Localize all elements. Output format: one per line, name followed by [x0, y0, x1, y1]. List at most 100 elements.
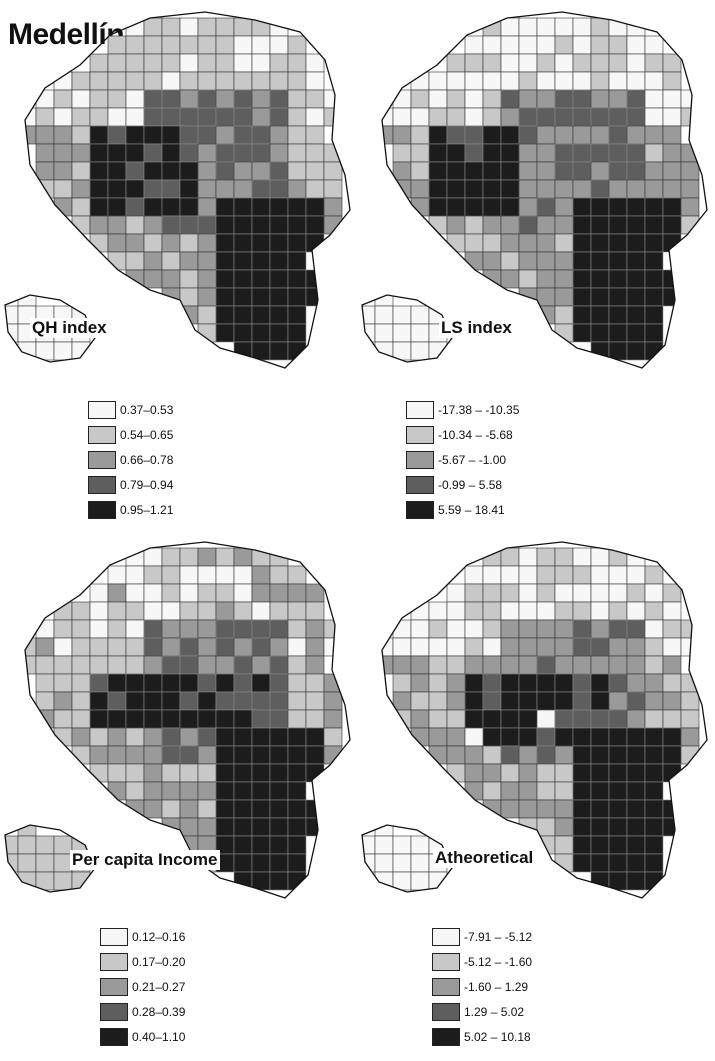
map-district [662, 817, 682, 837]
map-district [287, 233, 307, 253]
map-district [107, 637, 127, 657]
map-district [179, 17, 199, 37]
map-district [215, 35, 235, 55]
map-district [179, 727, 199, 747]
map-panel-qh-index: QH index 0.37–0.53 0.54–0.65 0.66–0.78 0… [0, 0, 357, 530]
map-district [107, 583, 127, 603]
map-district [179, 709, 199, 729]
map-district [554, 691, 574, 711]
map-district [536, 745, 556, 765]
map-district [554, 305, 574, 325]
map-district [392, 305, 412, 325]
map-district [251, 233, 271, 253]
map-district [251, 305, 271, 325]
map-district [89, 71, 109, 91]
map-district [215, 53, 235, 73]
map-district [536, 619, 556, 639]
map-district [446, 601, 466, 621]
map-district [536, 727, 556, 747]
map-district [644, 763, 664, 783]
map-district [554, 565, 574, 585]
map-district [269, 107, 289, 127]
map-district [554, 107, 574, 127]
map-district [287, 179, 307, 199]
map-district [179, 125, 199, 145]
map-district [143, 215, 163, 235]
map-district [233, 287, 253, 307]
map-district [482, 89, 502, 109]
map-district [536, 215, 556, 235]
map-district [305, 673, 325, 693]
map-district [608, 835, 628, 855]
legend-swatch [88, 426, 116, 444]
map-district [143, 251, 163, 271]
map-district [590, 251, 610, 271]
legend-label: -10.34 – -5.68 [438, 428, 513, 442]
legend-swatch [100, 953, 128, 971]
map-district [269, 233, 289, 253]
map-district [179, 547, 199, 567]
map-district [536, 817, 556, 837]
map-district [554, 727, 574, 747]
map-district [233, 53, 253, 73]
map-district [269, 323, 289, 343]
map-district [536, 565, 556, 585]
map-district [608, 125, 628, 145]
map-district [251, 107, 271, 127]
map-district [179, 287, 199, 307]
map-district [161, 89, 181, 109]
map-district [143, 71, 163, 91]
map-district [35, 161, 55, 181]
map-panel-per-capita-income: Per capita Income 0.12–0.16 0.17–0.20 0.… [0, 530, 357, 1060]
map-district [125, 161, 145, 181]
map-district [374, 835, 394, 855]
map-district [500, 673, 520, 693]
map-district [233, 17, 253, 37]
map-district [536, 799, 556, 819]
map-district [554, 781, 574, 801]
map-district [590, 269, 610, 289]
map-district [125, 251, 145, 271]
map-district [518, 233, 538, 253]
map-district [608, 547, 628, 567]
map-district [446, 233, 466, 253]
map-district [143, 125, 163, 145]
map-district [287, 727, 307, 747]
map-district [233, 745, 253, 765]
map-district [644, 691, 664, 711]
map-district [161, 637, 181, 657]
map-district [608, 691, 628, 711]
map-district [251, 161, 271, 181]
map-district [662, 691, 682, 711]
map-district [464, 179, 484, 199]
map-district [518, 799, 538, 819]
map-district [107, 745, 127, 765]
map-label-atheoretical: Atheoretical [433, 848, 536, 868]
map-district [608, 143, 628, 163]
map-district [107, 89, 127, 109]
map-district [572, 71, 592, 91]
map-district [71, 89, 91, 109]
map-district [305, 655, 325, 675]
map-district [608, 745, 628, 765]
map-district [107, 781, 127, 801]
map-district [71, 143, 91, 163]
map-district [500, 565, 520, 585]
map-district [107, 727, 127, 747]
map-district [323, 619, 343, 639]
map-district [161, 233, 181, 253]
map-district [626, 655, 646, 675]
map-district [392, 655, 412, 675]
map-district [305, 125, 325, 145]
map-district [374, 817, 394, 837]
map-district [518, 565, 538, 585]
map-district [662, 745, 682, 765]
map-district [89, 125, 109, 145]
legend-item: 1.29 – 5.02 [432, 1001, 532, 1023]
map-district [233, 781, 253, 801]
map-district [536, 71, 556, 91]
map-boundary [24, 11, 351, 369]
map-district [536, 197, 556, 217]
map-district [572, 35, 592, 55]
map-district [125, 745, 145, 765]
